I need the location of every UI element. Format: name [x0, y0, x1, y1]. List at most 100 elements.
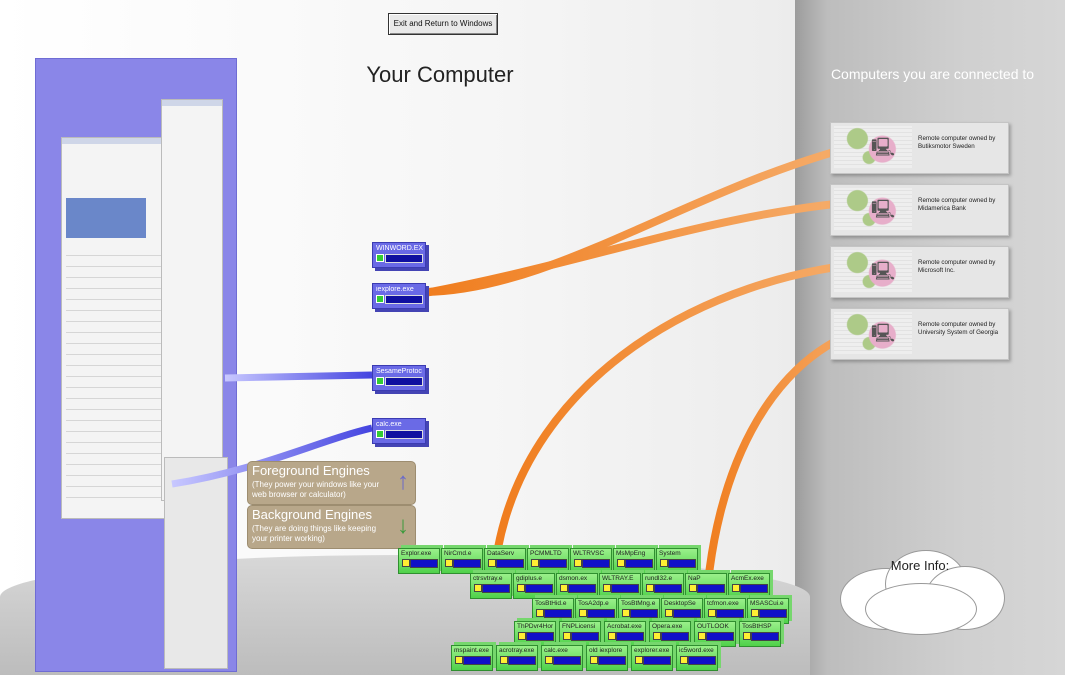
activity-meter: [571, 632, 599, 641]
remote-computer-card[interactable]: 🖳 Remote computer owned by Microsoft Inc…: [830, 246, 1009, 298]
activity-meter: [706, 632, 734, 641]
activity-meter: [661, 632, 689, 641]
sign-title: Background Engines: [252, 507, 372, 522]
status-led: [732, 584, 740, 592]
background-engine[interactable]: MSASCui.e: [747, 598, 789, 624]
background-engine[interactable]: NaP: [685, 573, 727, 599]
background-engine[interactable]: FNPLicensi: [559, 621, 601, 647]
background-engine[interactable]: System: [656, 548, 698, 574]
status-led: [563, 632, 571, 640]
more-info-cloud[interactable]: More Info:: [830, 548, 1010, 636]
status-led: [518, 632, 526, 640]
background-engine[interactable]: old iexplore: [586, 645, 628, 671]
calculator-window-thumbnail[interactable]: [164, 457, 228, 669]
background-engine[interactable]: TosBtHSP: [739, 621, 781, 647]
background-engine[interactable]: Opera.exe: [649, 621, 691, 647]
activity-meter: [688, 656, 716, 665]
background-engine[interactable]: TosBtHid.e: [532, 598, 574, 624]
background-engine[interactable]: acrotray.exe: [496, 645, 538, 671]
engine-label: TosBtHSP: [742, 623, 772, 630]
desktop-screen-main[interactable]: [35, 58, 237, 672]
engine-label: calc.exe: [544, 647, 568, 654]
status-led: [743, 632, 751, 640]
more-info-label: More Info:: [890, 558, 950, 573]
activity-meter: [568, 584, 596, 593]
background-engine[interactable]: DataServ: [484, 548, 526, 574]
sign-text: (They are doing things like keeping your…: [252, 524, 377, 543]
foreground-engine[interactable]: calc.exe: [372, 418, 426, 444]
status-led: [488, 559, 496, 567]
engine-label: PCMMLTD: [530, 550, 562, 557]
status-led: [635, 656, 643, 664]
background-engine[interactable]: mspaint.exe: [451, 645, 493, 671]
background-engine[interactable]: calc.exe: [541, 645, 583, 671]
remote-computer-card[interactable]: 🖳 Remote computer owned by Butiksmotor S…: [830, 122, 1009, 174]
background-engine[interactable]: tcfmon.exe: [704, 598, 746, 624]
status-led: [698, 632, 706, 640]
background-engine[interactable]: WLTRVSC: [570, 548, 612, 574]
status-led: [751, 609, 759, 617]
background-engine[interactable]: ctrsvtray.e: [470, 573, 512, 599]
background-engine[interactable]: NirCmd.e: [441, 548, 483, 574]
background-engine[interactable]: AcmEx.exe: [728, 573, 770, 599]
activity-meter: [525, 584, 553, 593]
wire-remote-2: [424, 196, 881, 297]
activity-meter: [526, 632, 554, 641]
activity-meter: [759, 609, 787, 618]
status-led: [376, 430, 384, 438]
background-engine[interactable]: ThPDvr4Hor: [514, 621, 556, 647]
background-engine[interactable]: gdiplus.e: [513, 573, 555, 599]
engine-label: TosBtMng.e: [621, 600, 656, 607]
background-engine[interactable]: OUTLOOK: [694, 621, 736, 647]
engine-label: WLTRVSC: [573, 550, 605, 557]
background-engine[interactable]: rundl32.e: [642, 573, 684, 599]
remote-computer-card[interactable]: 🖳 Remote computer owned by University Sy…: [830, 308, 1009, 360]
status-led: [531, 559, 539, 567]
activity-meter: [463, 656, 491, 665]
background-engine[interactable]: ic5word.exe: [676, 645, 718, 671]
background-engine[interactable]: Explor.exe: [398, 548, 440, 574]
engine-label: ic5word.exe: [679, 647, 714, 654]
engine-label: dsmon.ex: [559, 575, 588, 582]
background-engine[interactable]: DesktopSe: [661, 598, 703, 624]
remote-panel-title: Computers you are connected to: [830, 66, 1035, 82]
background-engine[interactable]: explorer.exe: [631, 645, 673, 671]
foreground-engine[interactable]: iexplore.exe: [372, 283, 426, 309]
activity-meter: [673, 609, 701, 618]
activity-meter: [385, 430, 423, 439]
engine-label: NirCmd.e: [444, 550, 472, 557]
background-engine[interactable]: TosA2dp.e: [575, 598, 617, 624]
remote-computer-label: Remote computer owned by University Syst…: [918, 321, 999, 336]
background-engine[interactable]: TosBtMng.e: [618, 598, 660, 624]
computer-icon: 🖳: [871, 323, 896, 343]
world-map-icon: [834, 126, 912, 168]
remote-computer-card[interactable]: 🖳 Remote computer owned by Midamerica Ba…: [830, 184, 1009, 236]
background-engine[interactable]: MsMpEng: [613, 548, 655, 574]
background-engine[interactable]: Acrobat.exe: [604, 621, 646, 647]
background-engine[interactable]: WLTRAY.E: [599, 573, 641, 599]
activity-meter: [410, 559, 438, 568]
world-map-icon: [834, 188, 912, 230]
foreground-engine[interactable]: WINWORD.EX: [372, 242, 426, 268]
foreground-engines-sign: Foreground Engines (They power your wind…: [247, 461, 416, 505]
engine-label: Opera.exe: [652, 623, 683, 630]
engine-label: tcfmon.exe: [707, 600, 739, 607]
engine-label: iexplore.exe: [376, 286, 414, 293]
activity-meter: [587, 609, 615, 618]
exit-button[interactable]: Exit and Return to Windows: [388, 13, 498, 35]
activity-meter: [630, 609, 658, 618]
status-led: [376, 377, 384, 385]
word-window-thumbnail[interactable]: [161, 99, 223, 501]
background-engine[interactable]: PCMMLTD: [527, 548, 569, 574]
background-engine[interactable]: dsmon.ex: [556, 573, 598, 599]
sign-text: (They power your windows like your web b…: [252, 480, 380, 499]
activity-meter: [508, 656, 536, 665]
wire-calc: [171, 424, 373, 488]
status-led: [608, 632, 616, 640]
activity-meter: [697, 584, 725, 593]
foreground-engine[interactable]: SesameProtoc: [372, 365, 426, 391]
activity-meter: [453, 559, 481, 568]
world-map-icon: [834, 312, 912, 354]
status-led: [455, 656, 463, 664]
